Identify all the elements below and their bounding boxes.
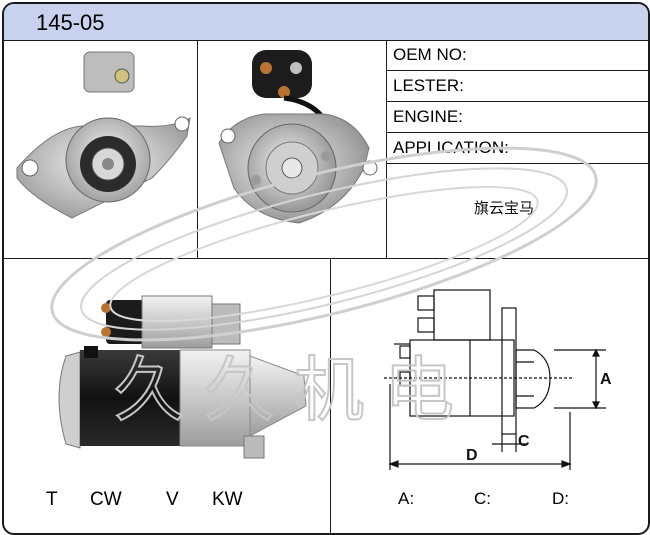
diagram-label-d: D (466, 447, 478, 464)
lester-label: LESTER: (393, 76, 464, 95)
divider (386, 40, 388, 258)
diagram-label-c: C (518, 433, 530, 450)
dimension-diagram: A C D (384, 289, 612, 470)
divider (4, 258, 648, 260)
header-bar: 145-05 (4, 4, 648, 41)
dim-c-label: C: (474, 489, 491, 508)
spec-t: T (46, 489, 58, 510)
spec-cw: CW (90, 489, 122, 510)
watermark-text: 久久机电 (114, 349, 474, 431)
starter-rear-view-photo (218, 50, 378, 224)
watermark-logo: 久久机电 (50, 146, 598, 432)
application-label: APPLICATION: (393, 138, 509, 157)
divider (197, 40, 199, 258)
model-number: 145-05 (36, 10, 105, 35)
info-row-engine: ENGINE: (387, 102, 648, 133)
info-row-application: APPLICATION: (387, 133, 648, 164)
info-row-lester: LESTER: (387, 71, 648, 102)
starter-front-view-photo (16, 51, 191, 219)
spec-v: V (166, 489, 179, 510)
chinese-caption: 旗云宝马 (474, 199, 535, 217)
dim-d-label: D: (552, 489, 569, 508)
divider (330, 258, 332, 533)
diagram-label-a: A (600, 371, 612, 388)
dim-a-label: A: (398, 489, 415, 508)
spec-kw: KW (212, 489, 243, 510)
info-row-oem: OEM NO: (387, 40, 648, 71)
oem-label: OEM NO: (393, 45, 467, 64)
engine-label: ENGINE: (393, 107, 463, 126)
